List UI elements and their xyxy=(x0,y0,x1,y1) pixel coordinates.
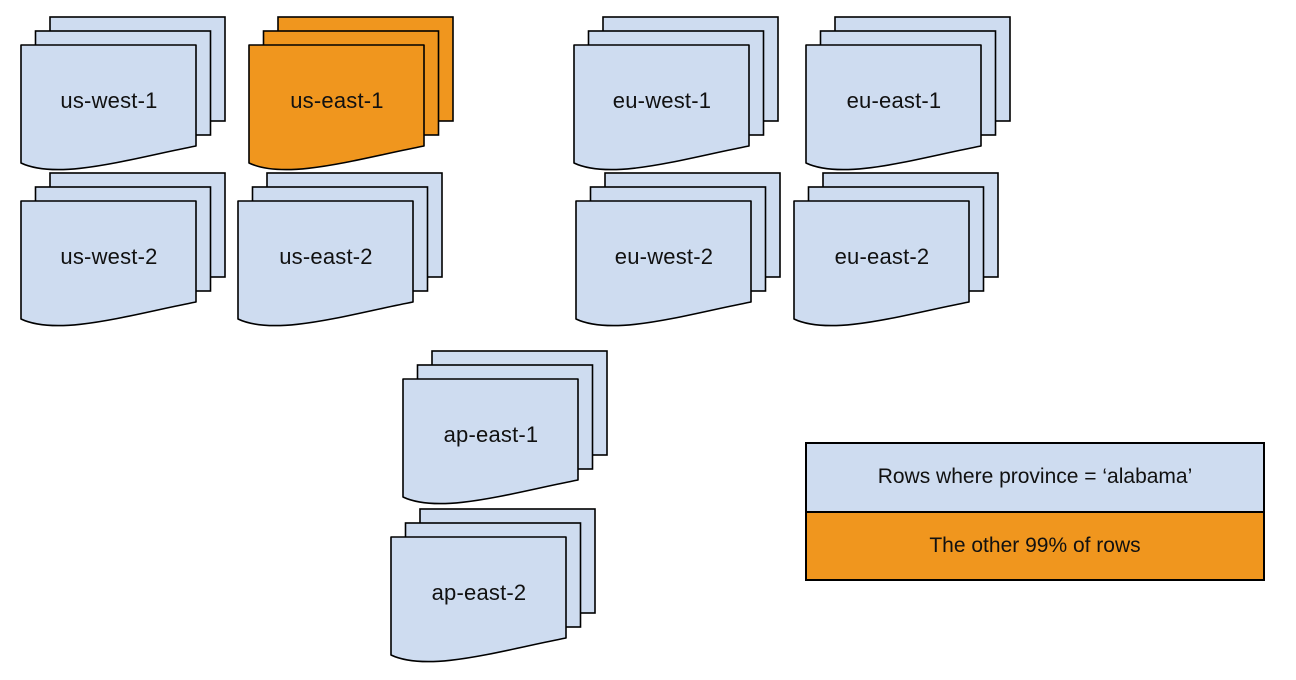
region-stack-ap-east-2: ap-east-2 xyxy=(390,508,596,668)
region-stack-eu-east-2: eu-east-2 xyxy=(793,172,999,332)
region-stack-eu-west-1: eu-west-1 xyxy=(573,16,779,176)
legend-label-other-rows: The other 99% of rows xyxy=(929,533,1141,557)
legend-label-selected-rows: Rows where province = ‘alabama’ xyxy=(877,465,1193,489)
document-stack-icon xyxy=(248,16,454,171)
document-stack-icon xyxy=(793,172,999,327)
document-stack-icon xyxy=(20,16,226,171)
document-stack-icon xyxy=(20,172,226,327)
region-stack-ap-east-1: ap-east-1 xyxy=(402,350,608,510)
document-stack-icon xyxy=(575,172,781,327)
region-stack-us-west-1: us-west-1 xyxy=(20,16,226,176)
legend-item-selected-rows: Rows where province = ‘alabama’ xyxy=(807,444,1263,511)
region-stack-eu-east-1: eu-east-1 xyxy=(805,16,1011,176)
document-stack-icon xyxy=(237,172,443,327)
legend-item-other-rows: The other 99% of rows xyxy=(807,510,1263,579)
region-stack-eu-west-2: eu-west-2 xyxy=(575,172,781,332)
region-stack-us-east-2: us-east-2 xyxy=(237,172,443,332)
legend: Rows where province = ‘alabama’ The othe… xyxy=(805,442,1265,581)
document-stack-icon xyxy=(573,16,779,171)
region-stack-us-east-1: us-east-1 xyxy=(248,16,454,176)
document-stack-icon xyxy=(805,16,1011,171)
region-stack-us-west-2: us-west-2 xyxy=(20,172,226,332)
document-stack-icon xyxy=(390,508,596,663)
document-stack-icon xyxy=(402,350,608,505)
